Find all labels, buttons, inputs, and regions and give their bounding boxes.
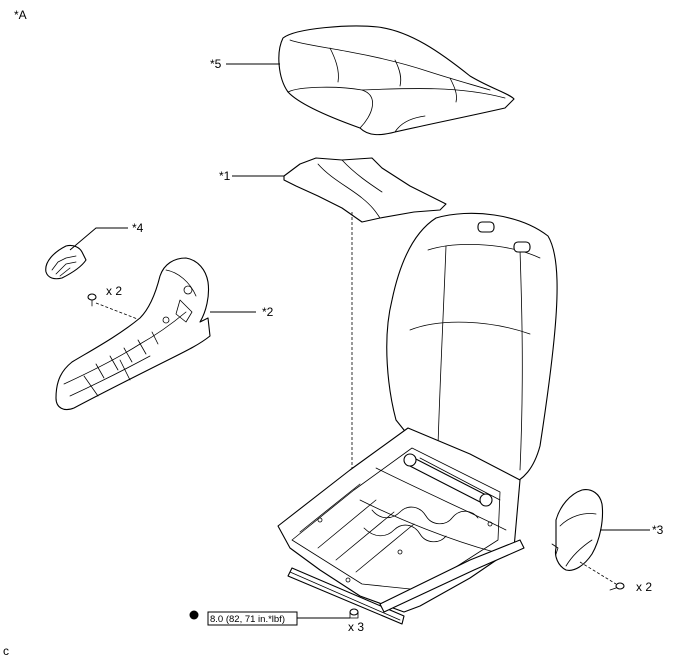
seat-cushion-pad xyxy=(278,25,515,136)
seat-assembly xyxy=(277,212,558,625)
qty-screws-armrest: x 2 xyxy=(106,284,122,298)
callout-4: *4 xyxy=(132,221,144,235)
qty-screws-cover: x 2 xyxy=(636,580,652,594)
callout-2: *2 xyxy=(262,305,274,319)
callout-5: *5 xyxy=(210,57,222,71)
torque-bullet-icon xyxy=(189,610,199,620)
callout-3: *3 xyxy=(652,523,664,537)
small-side-cover xyxy=(45,244,87,280)
seat-heater-sheet xyxy=(283,157,447,223)
figure-label: *A xyxy=(14,8,27,22)
screw-icon xyxy=(609,582,625,591)
leader-4 xyxy=(69,227,128,251)
seat-side-shield xyxy=(55,257,211,411)
torque-value: 8.0 (82, 71 in.*lbf) xyxy=(210,614,285,625)
screw-icon xyxy=(87,293,97,307)
seat-rear-cover xyxy=(551,489,604,571)
callout-1: *1 xyxy=(219,169,231,183)
corner-code: c xyxy=(3,644,9,658)
assembly-line-cover xyxy=(579,561,617,585)
qty-nuts: x 3 xyxy=(348,620,364,634)
